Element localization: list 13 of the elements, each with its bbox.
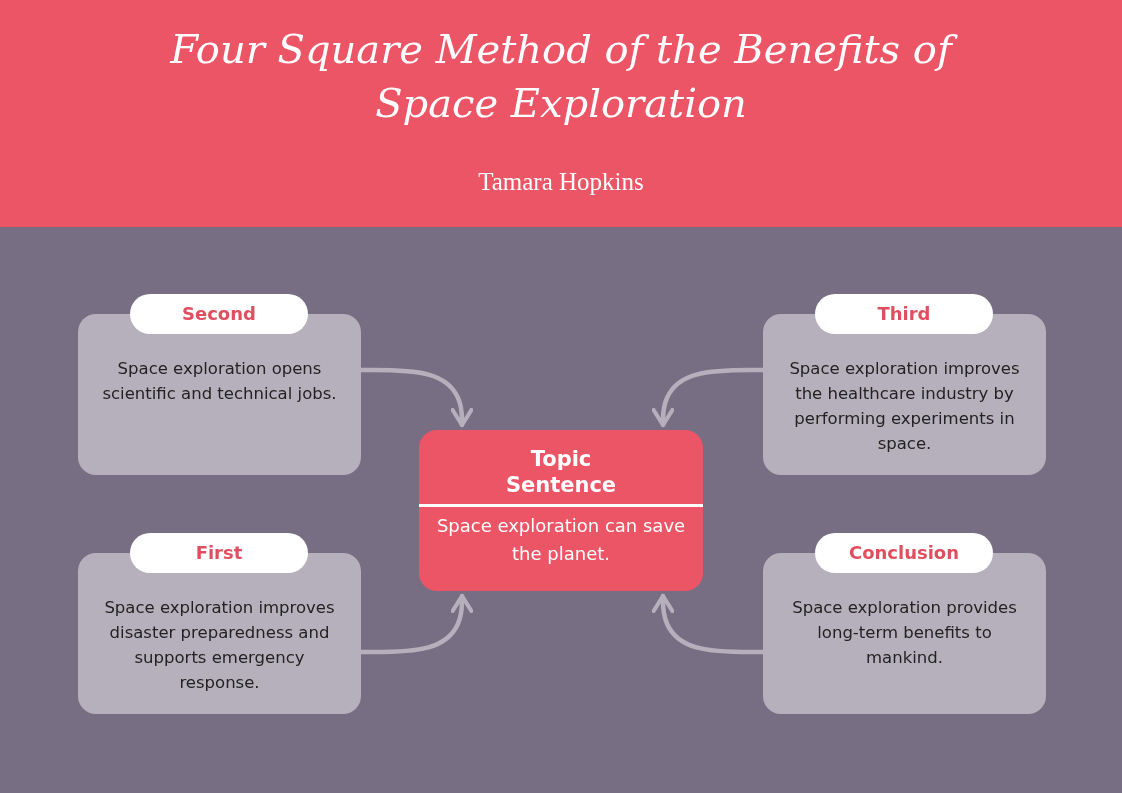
title: Four Square Method of the Benefits of Space Exploration (150, 22, 972, 130)
heading-tab: Second (130, 294, 308, 334)
heading-tab: Conclusion (815, 533, 993, 573)
heading-tab: First (130, 533, 308, 573)
box-text: Space exploration can save the planet. (435, 514, 687, 566)
author-name: Tamara Hopkins (478, 168, 644, 195)
box-heading: Topic Sentence (504, 446, 618, 498)
box-text: Space exploration provides long-term benefits to mankind. (791, 597, 1018, 669)
heading-tab: Third (815, 294, 993, 334)
topic-box (419, 430, 703, 591)
box-text: Space exploration opens scientific and technical jobs. (101, 358, 338, 405)
box-text: Space exploration improves disaster preparedness and supports emergency response. (103, 597, 336, 694)
box-text: Space exploration improves the healthcare industry by performing experiments in space. (788, 358, 1021, 455)
